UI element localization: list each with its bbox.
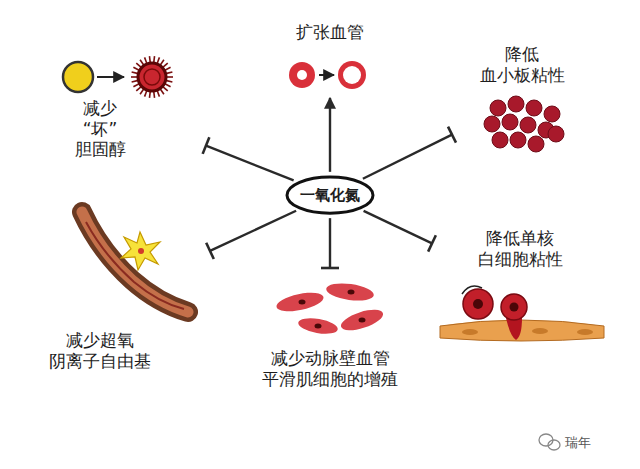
node-text: 一氧化氮 — [300, 186, 360, 204]
watermark: 瑞年 — [565, 434, 591, 452]
superoxide-picture — [82, 212, 188, 312]
effect-label: 降低 血小板粘性 — [452, 40, 592, 160]
inhibit-bar — [206, 243, 214, 259]
center-ellipse: 一氧化氮 — [285, 175, 375, 215]
effect-label: 减少超氧 阴离子自由基 — [40, 198, 210, 383]
connector-line — [210, 211, 296, 251]
connector — [364, 211, 436, 252]
connector-line — [364, 211, 432, 244]
node-text: 降低单核 白细胞粘性 — [478, 228, 563, 269]
watermark-icon — [539, 434, 560, 450]
smooth-muscle-picture — [275, 281, 386, 337]
effect-label: 减少动脉壁血管 平滑肌细胞的增殖 — [230, 268, 430, 398]
connector — [206, 211, 296, 259]
node-text: 减少 “坏” 胆固醇 — [75, 98, 126, 160]
connector — [363, 127, 456, 179]
connector-line — [329, 98, 331, 172]
ellipse — [287, 177, 373, 213]
monocyte-picture — [440, 286, 604, 341]
connector-line — [206, 146, 294, 181]
connector — [321, 218, 339, 268]
effect-label: 降低单核 白细胞粘性 — [432, 224, 607, 346]
connector — [330, 98, 331, 172]
node-text: 扩张血管 — [296, 22, 364, 43]
node-text: 减少超氧 阴离子自由基 — [49, 330, 151, 371]
vessel-picture — [289, 61, 366, 89]
inhibit-bar — [448, 127, 456, 143]
inhibit-bar — [428, 235, 436, 251]
connector — [203, 137, 294, 180]
cholesterol-picture — [63, 56, 173, 98]
inhibit-bar — [203, 137, 210, 154]
node-text: 减少动脉壁血管 平滑肌细胞的增殖 — [262, 348, 398, 389]
node-text: 降低 血小板粘性 — [480, 44, 565, 85]
platelet-picture — [484, 96, 564, 152]
effect-label: 扩张血管 — [270, 18, 390, 98]
connector-line — [329, 218, 331, 268]
effect-label: 减少 “坏” 胆固醇 — [38, 58, 206, 166]
inhibit-bar — [321, 267, 339, 270]
connector-line — [363, 135, 452, 179]
